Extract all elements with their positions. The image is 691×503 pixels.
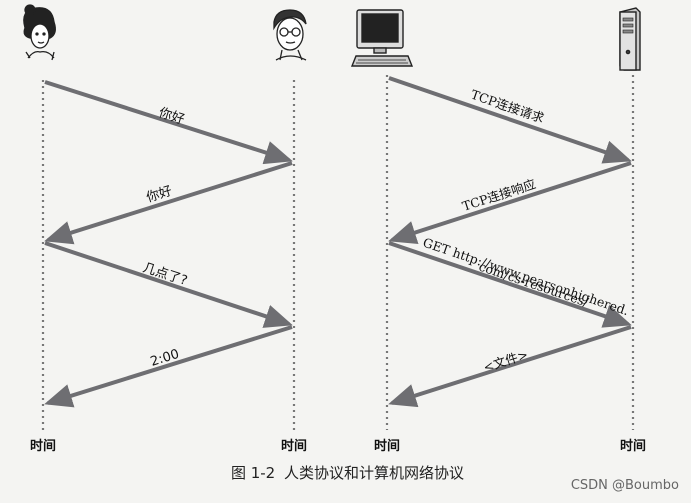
arrow-get-request [388, 241, 632, 328]
msg-file: <文件> [481, 347, 529, 375]
server-icon [619, 7, 641, 71]
figure-title: 人类协议和计算机网络协议 [284, 464, 465, 482]
network-arrows [388, 76, 632, 408]
computer-icon [350, 9, 414, 67]
arrow-what-time [44, 241, 293, 328]
arrow-time-reply [44, 325, 293, 408]
arrow-hello-2 [44, 161, 293, 245]
arrow-tcp-response [388, 161, 632, 245]
figure-number: 图 1-2 [230, 464, 276, 482]
time-label-computer: 时间 [374, 438, 400, 454]
msg-hello-1: 你好 [157, 106, 186, 128]
arrow-file [388, 325, 632, 408]
time-label-woman: 时间 [30, 438, 56, 454]
time-label-man: 时间 [281, 438, 307, 454]
woman-icon [23, 4, 56, 61]
watermark: CSDN @Boumbo [570, 478, 679, 493]
arrow-tcp-request [388, 76, 632, 164]
arrow-hello-1 [44, 80, 293, 165]
time-label-server: 时间 [620, 438, 646, 454]
figure-caption: 图 1-2 人类协议和计算机网络协议 [0, 462, 691, 483]
man-icon [273, 9, 307, 61]
lifelines [41, 75, 635, 430]
human-arrows [44, 80, 293, 408]
msg-hello-2: 你好 [145, 184, 174, 206]
